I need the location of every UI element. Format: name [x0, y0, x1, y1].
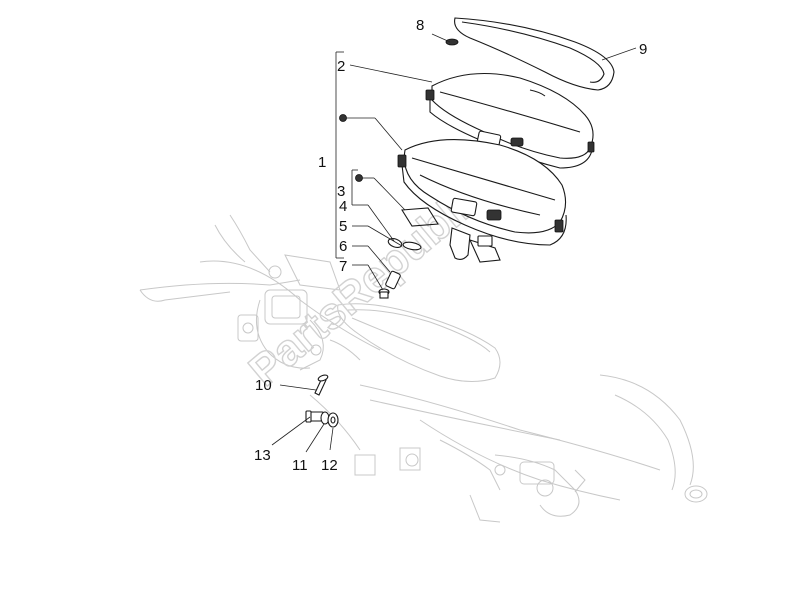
callout-label-3: 3	[337, 183, 345, 200]
callout-label-7: 7	[339, 258, 347, 275]
part-4-gasket	[401, 207, 439, 227]
callout-label-10: 10	[255, 377, 272, 394]
part-1-instrument-cluster	[397, 139, 567, 263]
callout-label-12: 12	[321, 457, 338, 474]
part-10-screw	[314, 374, 329, 396]
callout-label-2: 2	[337, 58, 345, 75]
set-marker-dot-3	[355, 174, 363, 182]
part-6-bulb-holder	[402, 241, 422, 251]
set-marker-dot-1	[339, 114, 347, 122]
leader-lines	[271, 33, 637, 453]
callout-label-13: 13	[254, 447, 271, 464]
part-12-washer	[327, 412, 339, 428]
callout-label-5: 5	[339, 218, 347, 235]
part-9-bezel-frame	[454, 17, 615, 91]
callout-label-6: 6	[339, 238, 347, 255]
handlebar-background-outline	[139, 214, 708, 523]
callout-label-8: 8	[416, 17, 424, 34]
part-7-bulb-socket	[378, 270, 401, 299]
lower-instrument-cover	[337, 303, 501, 382]
part-8-screw	[445, 38, 459, 46]
callout-label-11: 11	[292, 457, 308, 474]
callout-label-4: 4	[339, 198, 347, 215]
part-13-bolt	[305, 410, 325, 423]
callout-label-1: 1	[318, 154, 326, 171]
callout-label-9: 9	[639, 41, 647, 58]
part-2-instrument-housing	[425, 72, 595, 169]
